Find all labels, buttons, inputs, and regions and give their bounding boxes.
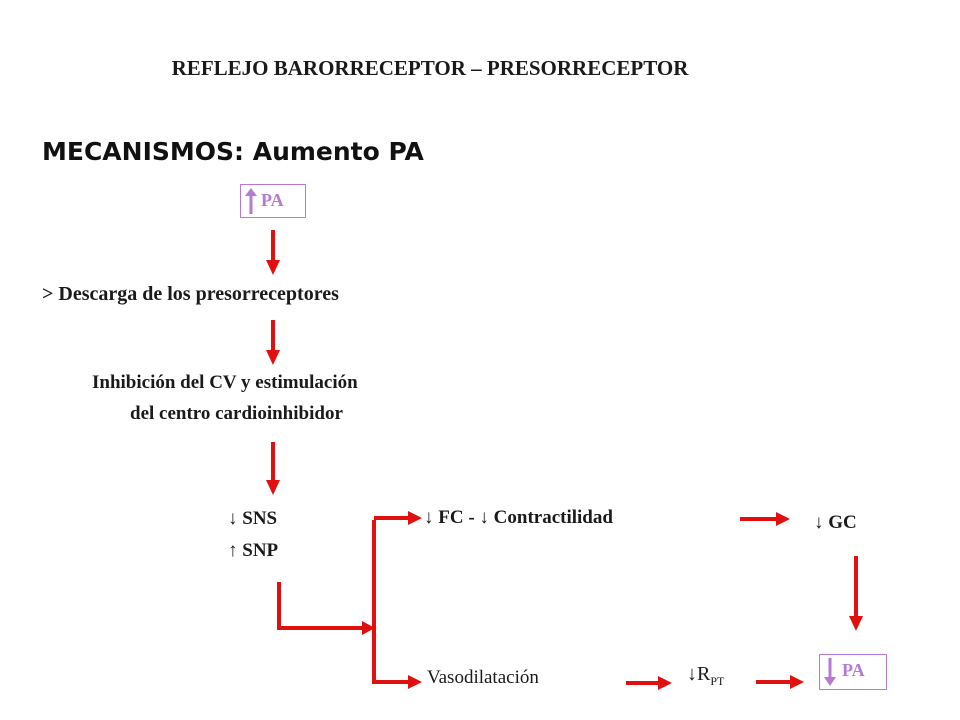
rpt-subscript: PT: [710, 674, 725, 688]
arrowhead-9: [658, 676, 672, 690]
rpt-arrow-text: ↓R: [687, 663, 711, 685]
arrow-snp-to-split: [277, 582, 364, 630]
arrow-split-to-fc: [372, 520, 410, 684]
rpt-label: ↓RPT: [687, 663, 724, 689]
mechanisms-heading: MECANISMOS: Aumento PA: [42, 137, 424, 166]
start-pa-label: PA: [261, 190, 284, 210]
arrowhead-1: [266, 260, 280, 275]
gc-label: ↓ GC: [814, 512, 857, 533]
arrowhead-10: [790, 675, 804, 689]
arrowhead-4: [362, 621, 375, 635]
arrowhead-8: [849, 616, 863, 631]
step-inhibition-line2: del centro cardioinhibidor: [130, 403, 343, 424]
step-inhibition-line1: Inhibición del CV y estimulación: [92, 372, 358, 393]
arrowhead-3: [266, 480, 280, 495]
diagram-title: REFLEJO BARORRECEPTOR – PRESORRECEPTOR: [171, 56, 689, 80]
arrowhead-6: [408, 675, 422, 689]
sns-label: ↓ SNS: [228, 508, 278, 529]
end-pa-box: PA: [819, 654, 887, 690]
down-arrow-icon: [824, 658, 836, 686]
fc-contractility-label: ↓ FC - ↓ Contractilidad: [424, 507, 613, 528]
end-pa-label: PA: [842, 660, 865, 680]
arrowhead-2: [266, 350, 280, 365]
snp-label: ↑ SNP: [228, 540, 279, 561]
arrowhead-5: [408, 511, 422, 525]
arrowhead-7: [776, 512, 790, 526]
step-discharge: > Descarga de los presorreceptores: [42, 283, 339, 305]
vasodilation-label: Vasodilatación: [427, 667, 539, 688]
up-arrow-icon: [245, 188, 257, 214]
start-pa-box: PA: [240, 184, 306, 218]
